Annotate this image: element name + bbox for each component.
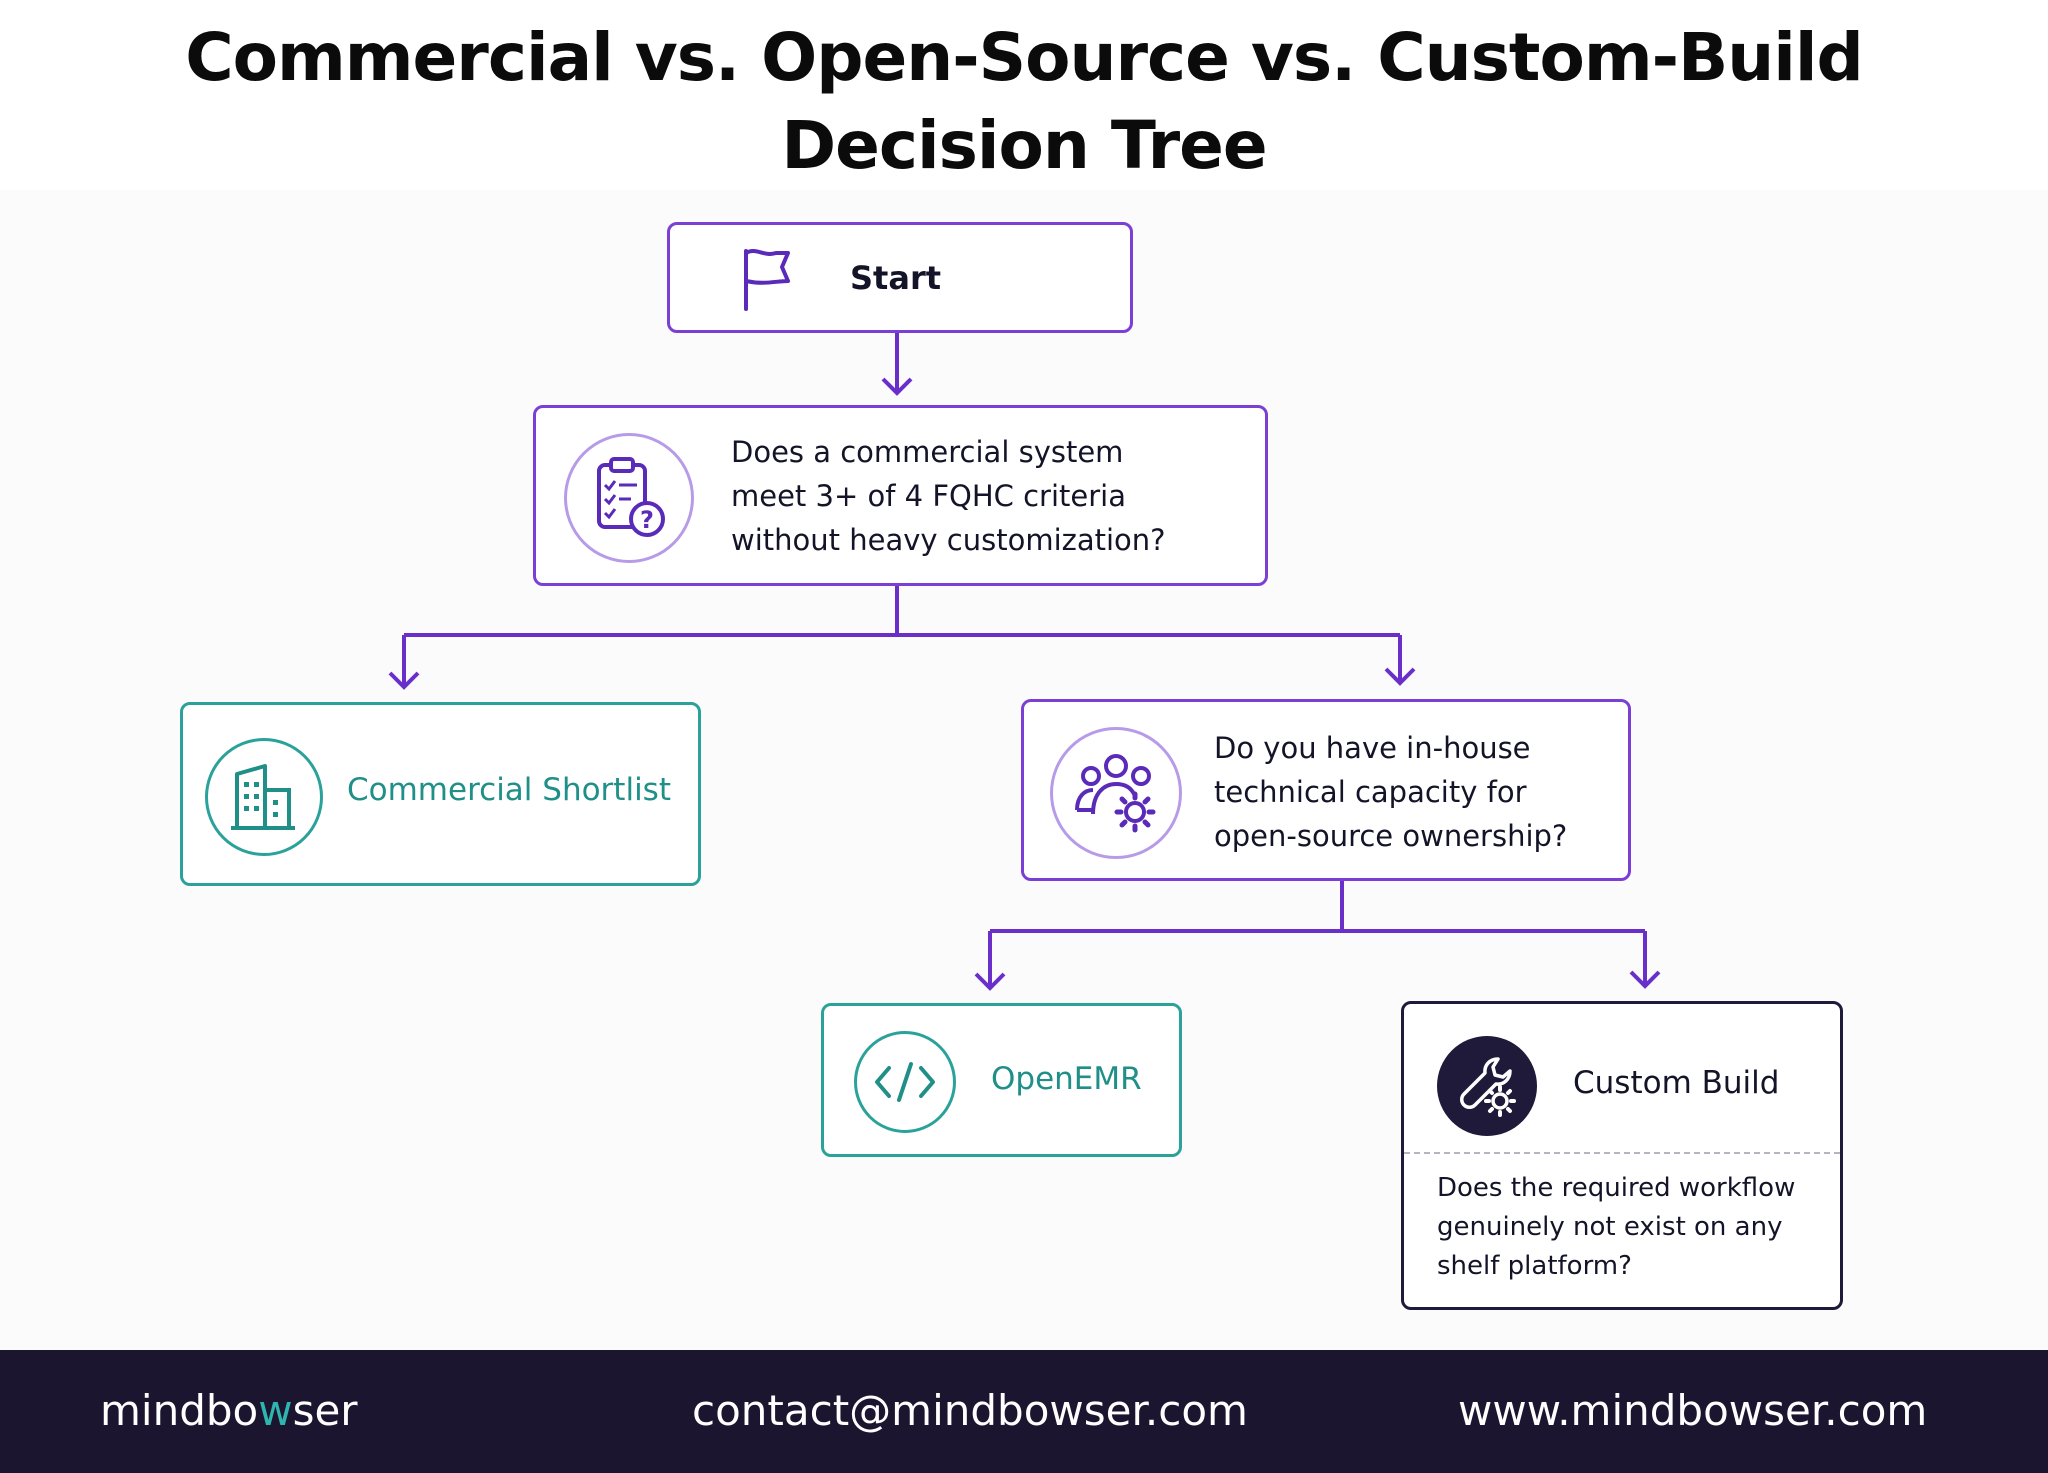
contact-email[interactable]: contact@mindbowser.com [692,1386,1248,1435]
title-line-1: Commercial vs. Open-Source vs. Custom-Bu… [185,19,1864,96]
note-line: shelf platform? [1437,1251,1632,1281]
building-icon [205,738,323,856]
commercial-shortlist-node: Commercial Shortlist [180,702,701,886]
commercial-shortlist-label: Commercial Shortlist [347,772,671,808]
svg-text:?: ? [640,506,654,534]
logo-part: w [258,1386,293,1435]
question-technical-capacity: Do you have in-house technical capacity … [1021,699,1631,881]
custom-build-node: Custom Build Does the required workflow … [1401,1001,1843,1310]
note-line: genuinely not exist on any [1437,1212,1783,1242]
question-commercial-text: Does a commercial system meet 3+ of 4 FQ… [731,430,1166,562]
diagram-title: Commercial vs. Open-Source vs. Custom-Bu… [0,14,2048,190]
arrowhead-commercial [388,671,420,690]
start-node: Start [667,222,1133,333]
logo-part: ser [292,1386,358,1435]
arrowhead-q2 [1384,667,1416,686]
question-line: technical capacity for [1214,775,1527,809]
edge-q1-split [404,586,1400,637]
arrowhead-start-q1 [881,377,913,396]
start-label: Start [850,259,942,297]
website-link[interactable]: www.mindbowser.com [1458,1386,1928,1435]
wrench-gear-icon [1437,1036,1537,1136]
custom-build-label: Custom Build [1573,1065,1780,1101]
question-technical-text: Do you have in-house technical capacity … [1214,726,1567,858]
footer-bar: mindbowser contact@mindbowser.com www.mi… [0,1350,2048,1473]
question-line: Does a commercial system [731,435,1124,469]
flag-icon [744,249,790,311]
connector-lines [388,333,1661,991]
team-gear-icon [1050,727,1182,859]
code-icon [854,1031,956,1133]
openemr-node: OpenEMR [821,1003,1182,1157]
arrowhead-custom [1629,970,1661,989]
question-line: meet 3+ of 4 FQHC criteria [731,479,1126,513]
clipboard-question-icon: ? [564,433,694,563]
question-line: without heavy customization? [731,523,1166,557]
note-line: Does the required workflow [1437,1173,1796,1203]
custom-build-note: Does the required workflow genuinely not… [1437,1169,1795,1286]
logo-part: mindbo [100,1386,259,1435]
custom-build-divider [1404,1152,1840,1154]
openemr-label: OpenEMR [991,1061,1142,1097]
arrowhead-openemr [974,972,1006,991]
question-commercial-criteria: ? Does a commercial system meet 3+ of 4 … [533,405,1268,586]
edge-q2-split [990,881,1645,933]
question-line: Do you have in-house [1214,731,1531,765]
title-line-2: Decision Tree [781,107,1267,184]
question-line: open-source ownership? [1214,819,1568,853]
mindbowser-logo: mindbowser [100,1386,358,1435]
